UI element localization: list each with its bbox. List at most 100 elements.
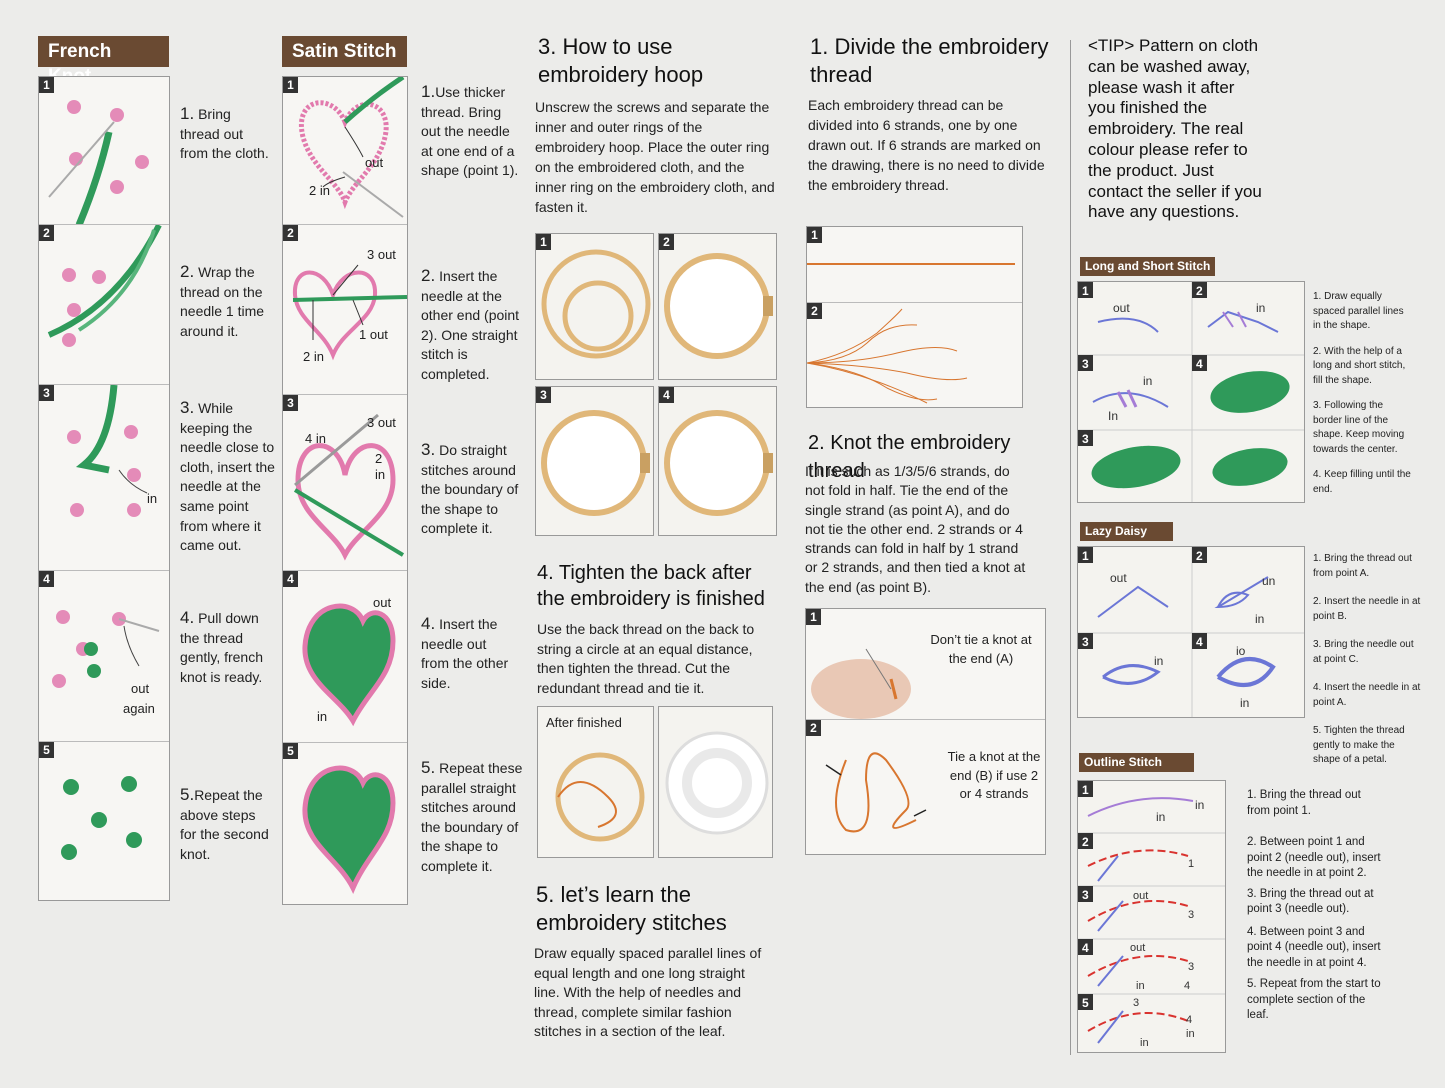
heading-text: Knot the embroidery thread: [808, 432, 1011, 482]
panel-number: 1: [807, 227, 822, 243]
step-item: 1. Draw equally spaced parallel lines in…: [1313, 291, 1404, 331]
panel-number: 2: [807, 303, 822, 319]
satin-step-4: 4. Insert the needle out from the other …: [421, 614, 513, 693]
outline-stitch-illustrations: 1 2 3 4 5 in in 1 out 3 out 3 4 in 3 4 i…: [1078, 781, 1225, 1049]
step-item: 2. Between point 1 and point 2 (needle o…: [1247, 836, 1381, 879]
svg-text:4: 4: [1082, 941, 1089, 955]
tie-knot-label: Tie a knot at the end (B) if use 2 or 4 …: [947, 749, 1041, 801]
step-number: 2.: [180, 262, 195, 281]
satin-step-3: 3. Do straight stitches around the bound…: [421, 440, 521, 539]
svg-text:out: out: [1130, 942, 1145, 954]
step-text: Insert the needle out from the other sid…: [421, 616, 509, 691]
two-label: 2: [375, 451, 383, 466]
svg-text:3: 3: [1082, 635, 1089, 649]
lazy-daisy-photos: 1 2 3 4 out un in in io in: [1077, 546, 1305, 718]
svg-text:in: in: [1255, 612, 1264, 626]
panel-number: 4: [283, 571, 298, 587]
out-label: out: [373, 595, 392, 610]
french-knot-step-3: 3. While keeping the needle close to clo…: [180, 398, 275, 556]
french-knot-panel-3: 3 in: [39, 385, 169, 571]
svg-text:in: in: [1140, 1037, 1149, 1049]
french-knot-illustration-3: [67, 385, 148, 517]
svg-text:5: 5: [1082, 996, 1089, 1010]
step-text: Repeat the above steps for the second kn…: [180, 787, 269, 862]
outline-stitch-steps: 1. Bring the thread out from point 1. 2.…: [1247, 788, 1382, 1024]
lazy-daisy-illustrations: 1 2 3 4 out un in in io in: [1078, 547, 1304, 717]
french-knot-panel-1: 1: [39, 77, 169, 225]
step-number: 2.: [421, 266, 436, 285]
satin-illustration-2: [292, 264, 407, 361]
satin-step-2: 2. Insert the needle at the other end (p…: [421, 266, 521, 385]
learn-text: Draw equally spaced parallel lines of eq…: [534, 945, 762, 1039]
satin-stitch-title: Satin Stitch: [282, 36, 407, 67]
step-item: 3. Bring the needle out at point C.: [1313, 639, 1414, 665]
svg-text:un: un: [1262, 574, 1275, 588]
step-item: 5. Repeat from the start to complete sec…: [1247, 978, 1381, 1021]
french-knot-photo-strip: 1 2 3 in 4: [38, 76, 170, 901]
step-number: 5.: [180, 785, 195, 804]
svg-text:out: out: [1110, 571, 1127, 585]
svg-text:in: in: [1156, 810, 1165, 824]
satin-panel-2: 2 3 out 1 out 2 in: [283, 225, 407, 395]
step-text: While keeping the needle close to cloth,…: [180, 400, 275, 554]
learn-heading: 5. let’s learn the embroidery stitches: [536, 881, 776, 937]
svg-text:io: io: [1236, 644, 1246, 658]
long-short-stitch-illustrations: 1 2 3 4 3 out in in In: [1078, 282, 1304, 502]
svg-text:in: in: [1154, 654, 1163, 668]
gathered-back-illustration: [665, 731, 769, 835]
out-label: out: [131, 681, 150, 696]
panel-number: 4: [659, 387, 674, 403]
svg-text:out: out: [1113, 301, 1130, 315]
french-knot-panel-2: 2: [39, 225, 169, 385]
step-number: 3.: [421, 440, 436, 459]
two-in-label: 2 in: [303, 349, 324, 364]
svg-text:3: 3: [1082, 432, 1089, 446]
after-finished-label: After finished: [546, 715, 622, 730]
divide-heading: 1. Divide the embroidery thread: [810, 33, 1050, 89]
heading-number: 4.: [537, 562, 554, 584]
french-knot-title: French Knot: [38, 36, 169, 87]
panel-number: 2: [806, 720, 821, 736]
step-item: 2. Insert the needle in at point B.: [1313, 596, 1421, 622]
svg-text:4: 4: [1196, 357, 1203, 371]
panel-number: 2: [283, 225, 298, 241]
heading-text: let’s learn the embroidery stitches: [536, 882, 727, 935]
french-knot-illustration-5: [61, 776, 142, 860]
svg-text:2: 2: [1196, 549, 1203, 563]
tip-text: <TIP> Pattern on cloth can be washed awa…: [1088, 36, 1262, 222]
svg-text:out: out: [1133, 890, 1148, 902]
panel-number: 3: [283, 395, 298, 411]
satin-step-1: 1.Use thicker thread. Bring out the need…: [421, 82, 521, 181]
tighten-photo-after: After finished: [537, 706, 654, 858]
svg-text:3: 3: [1133, 997, 1139, 1009]
hoop-fasten-illustration: [541, 410, 650, 516]
french-knot-step-1: 1. Bring thread out from the cloth.: [180, 104, 270, 164]
step-text: Insert the needle at the other end (poin…: [421, 268, 520, 382]
knot-panel-a: 1 Don’t tie a knot at the end (A): [806, 609, 1045, 720]
satin-panel-3: 3 3 out 4 in 2 in: [283, 395, 407, 571]
divide-text: Each embroidery thread can be divided in…: [808, 97, 1045, 193]
tighten-text: Use the back thread on the back to strin…: [537, 621, 755, 696]
svg-text:in: in: [1136, 980, 1145, 992]
svg-text:4: 4: [1196, 635, 1203, 649]
svg-text:in: in: [1186, 1028, 1195, 1040]
panel-number: 1: [536, 234, 551, 250]
step-number: 4.: [180, 608, 195, 627]
outline-stitch-title: Outline Stitch: [1079, 753, 1194, 772]
french-knot-illustration-2: [47, 225, 162, 347]
svg-text:1: 1: [1188, 858, 1194, 870]
long-short-photos: 1 2 3 4 3 out in in In: [1077, 281, 1305, 503]
french-knot-panel-4: 4 out again: [39, 571, 169, 742]
satin-stitch-photo-strip: 1 out 2 in 2 3 out 1 out 2 in 3 3 o: [282, 76, 408, 905]
long-short-title: Long and Short Stitch: [1080, 257, 1216, 276]
tighten-heading: 4. Tighten the back after the embroidery…: [537, 560, 782, 612]
in-label: in: [317, 709, 328, 724]
one-out-label: 1 out: [359, 327, 388, 342]
step-number: 4.: [421, 614, 436, 633]
panel-number: 3: [39, 385, 54, 401]
tighten-photo-back: [658, 706, 773, 858]
knot-panel-b: 2 Tie a knot at the end (B) if use 2 or …: [806, 720, 1045, 854]
panel-number: 4: [39, 571, 54, 587]
satin-step-5: 5. Repeat these parallel straight stitch…: [421, 758, 525, 877]
heading-number: 2.: [808, 432, 825, 454]
